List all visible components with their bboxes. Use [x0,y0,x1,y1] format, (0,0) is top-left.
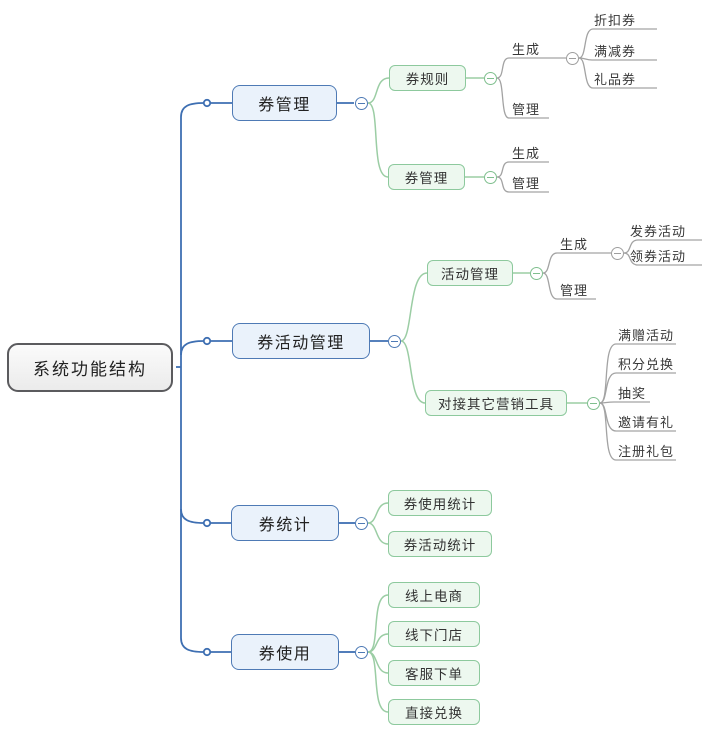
topic-invite-reward[interactable]: 邀请有礼 [618,415,675,430]
connector [180,102,205,118]
connector [496,57,566,79]
topic-lottery[interactable]: 抽奖 [618,386,647,401]
connector [180,508,205,524]
topic-discount-coupon[interactable]: 折扣券 [594,13,637,28]
connector [367,651,389,713]
topic-activity-generate[interactable]: 生成 [560,237,589,252]
collapse-button-coupon-rules[interactable] [484,72,497,85]
green-connectors [367,77,587,713]
connector [599,372,676,404]
connector [367,651,389,674]
collapse-button-coupon-activity-management[interactable] [388,335,401,348]
topic-claim-coupon-activity[interactable]: 领券活动 [630,249,687,264]
branch-dot-icon [202,336,212,346]
minus-icon [614,252,621,255]
topic-direct-redeem[interactable]: 直接兑换 [388,699,480,725]
topic-coupon-management[interactable]: 券管理 [232,85,337,121]
minus-icon [533,272,540,275]
topic-signup-gift-pack[interactable]: 注册礼包 [618,444,675,459]
connector [599,401,650,404]
collapse-button-coupon-manage-sub[interactable] [484,171,497,184]
topic-coupon-activity-stats[interactable]: 券活动统计 [388,531,492,557]
connector [599,402,676,461]
connector [542,252,611,274]
topic-coupon-rules[interactable]: 券规则 [389,65,466,91]
minus-icon [569,57,576,60]
connector [180,340,205,356]
topic-rules-manage[interactable]: 管理 [512,102,541,117]
collapse-button-rules-generate[interactable] [566,52,579,65]
topic-full-reduction-coupon[interactable]: 满减券 [594,44,637,59]
topic-coupon-manage-sub[interactable]: 券管理 [388,164,465,190]
topic-coupon-manage[interactable]: 管理 [512,176,541,191]
root-topic[interactable]: 系统功能结构 [7,343,173,392]
collapse-button-coupon-usage[interactable] [355,646,368,659]
connector [367,102,389,178]
minus-icon [358,651,365,654]
collapse-button-coupon-statistics[interactable] [355,517,368,530]
topic-activity-manage[interactable]: 管理 [560,283,589,298]
connector [496,161,549,178]
connector [496,77,549,119]
topic-full-gift-activity[interactable]: 满赠活动 [618,328,675,343]
connector [367,502,389,524]
connector [400,340,426,404]
collapse-button-coupon-management[interactable] [355,97,368,110]
branch-dot-icon [202,647,212,657]
minus-icon [487,176,494,179]
topic-rules-generate[interactable]: 生成 [512,42,541,57]
connector [623,239,702,254]
connector [367,77,390,104]
minus-icon [391,340,398,343]
branch-dot-icon [202,518,212,528]
topic-points-redeem[interactable]: 积分兑换 [618,357,675,372]
connector [623,252,702,266]
collapse-button-activity-management[interactable] [530,267,543,280]
connector [496,176,549,193]
topic-coupon-usage[interactable]: 券使用 [231,634,339,670]
topic-issue-coupon-activity[interactable]: 发券活动 [630,224,687,239]
topic-offline-stores[interactable]: 线下门店 [388,621,480,647]
connector [578,57,657,89]
minus-icon [358,522,365,525]
topic-coupon-activity-management[interactable]: 券活动管理 [232,323,370,359]
connector [367,522,389,545]
gray-connectors [496,28,702,461]
topic-coupon-usage-stats[interactable]: 券使用统计 [388,490,492,516]
topic-gift-coupon[interactable]: 礼品券 [594,72,637,87]
branch-dot-icon [202,98,212,108]
minus-icon [590,402,597,405]
collapse-button-activity-generate[interactable] [611,247,624,260]
topic-coupon-generate[interactable]: 生成 [512,146,541,161]
connector [367,594,389,653]
connector [180,637,205,653]
minus-icon [358,102,365,105]
connector [542,272,596,300]
minus-icon [487,77,494,80]
topic-coupon-statistics[interactable]: 券统计 [231,505,339,541]
topic-other-marketing-tools[interactable]: 对接其它营销工具 [425,390,567,416]
connector [400,272,428,342]
connector [578,28,657,59]
topic-activity-management[interactable]: 活动管理 [427,260,513,286]
blue-connectors [176,98,388,657]
topic-customer-service-order[interactable]: 客服下单 [388,660,480,686]
connector [367,633,389,653]
topic-online-ecommerce[interactable]: 线上电商 [388,582,480,608]
collapse-button-other-marketing-tools[interactable] [587,397,600,410]
